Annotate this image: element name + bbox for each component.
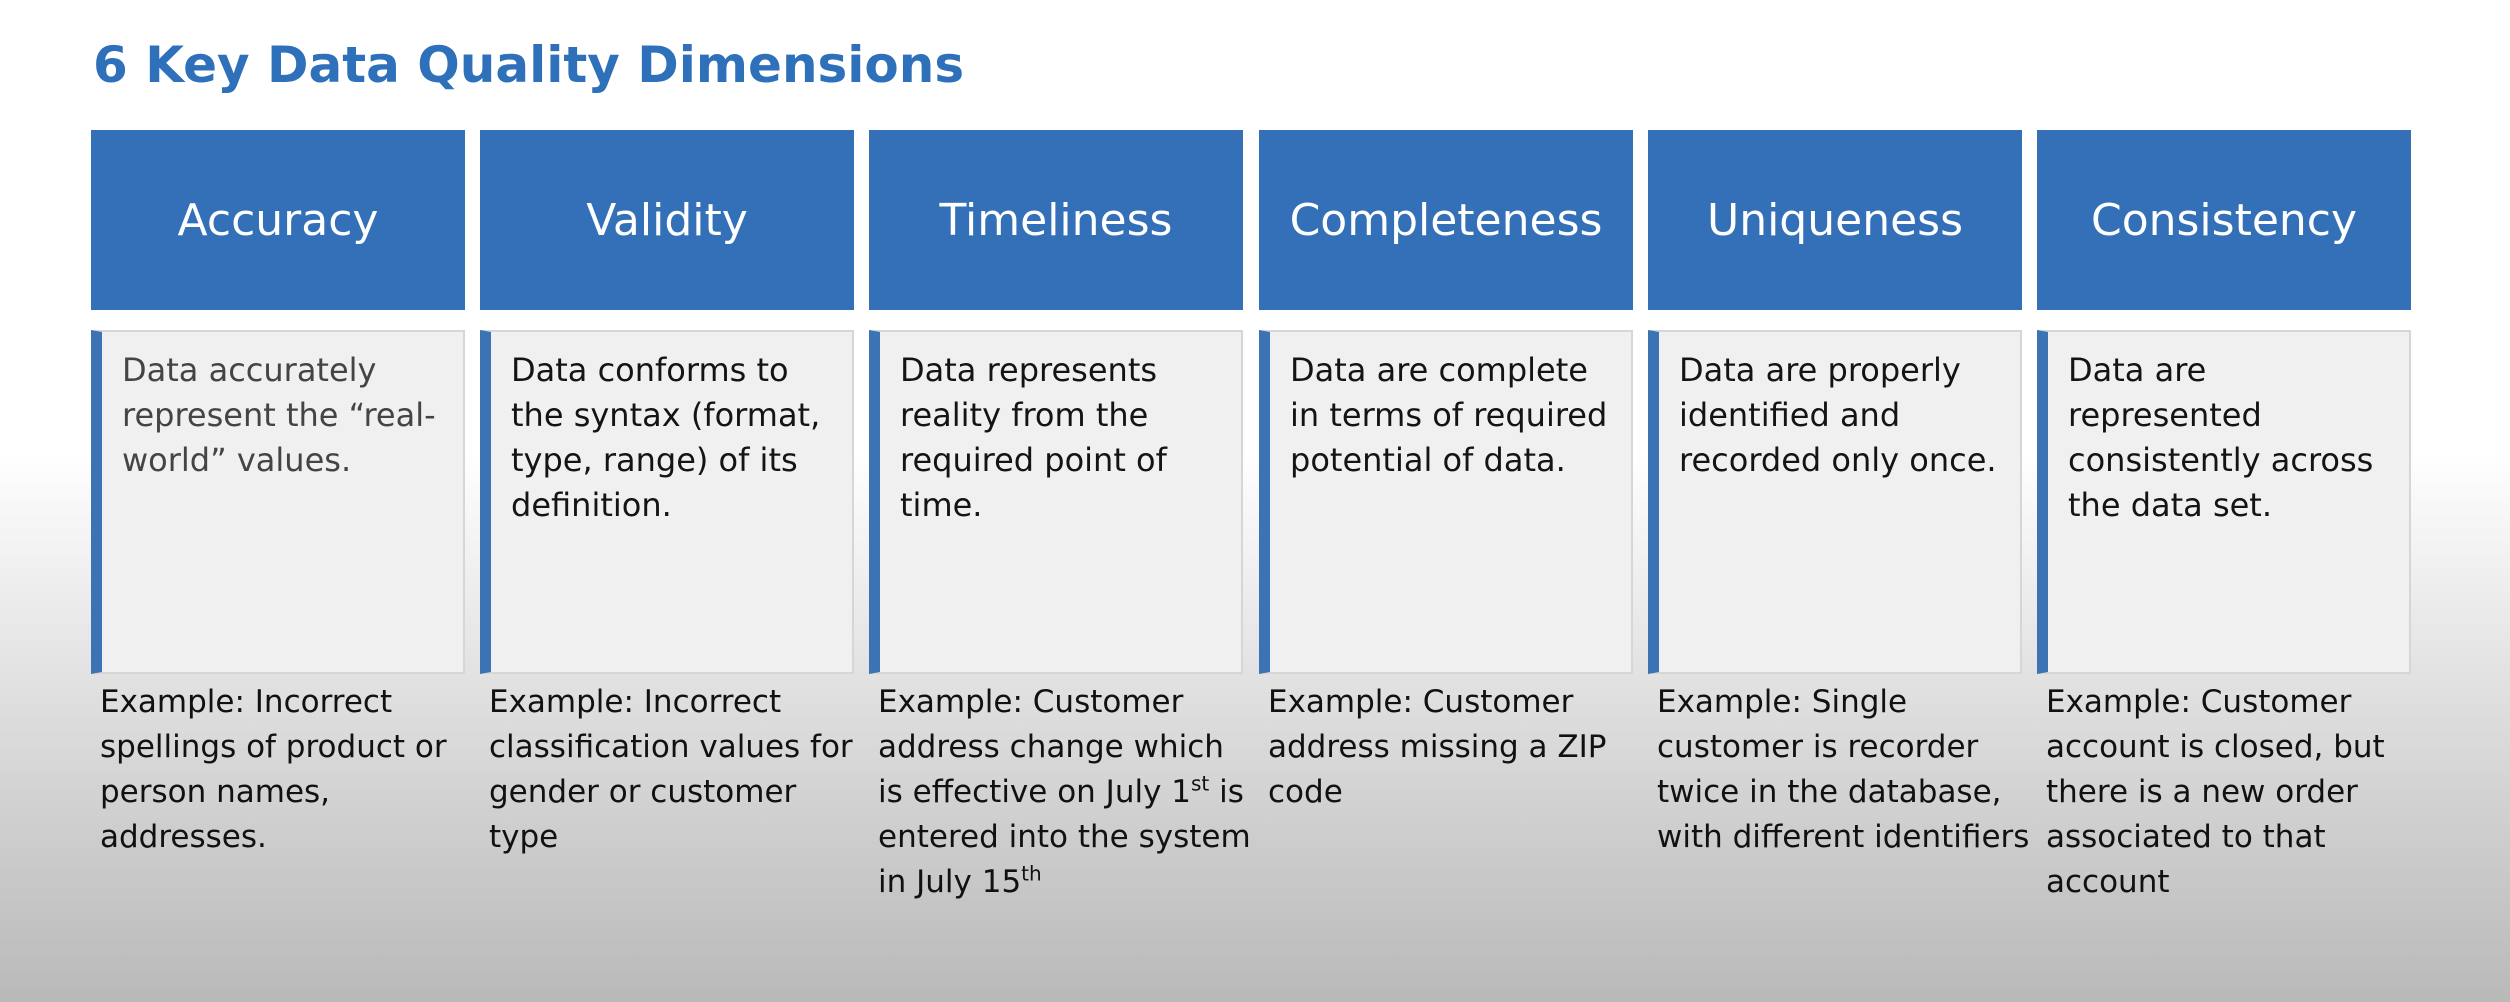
dimension-header: Consistency: [2037, 130, 2411, 310]
dimension-name: Timeliness: [939, 194, 1173, 246]
dimension-definition-box: Data are properly identified and recorde…: [1648, 330, 2022, 674]
example-text: Example: Customer address change which i…: [878, 684, 1224, 810]
page-title: 6 Key Data Quality Dimensions: [93, 36, 965, 94]
dimension-definition-box: Data are represented consistently across…: [2037, 330, 2411, 674]
dimension-column-completeness: Completeness Data are complete in terms …: [1259, 130, 1633, 810]
dimension-definition: Data conforms to the syntax (format, typ…: [511, 351, 821, 524]
dimension-definition-box: Data accurately represent the “real-worl…: [91, 330, 465, 674]
dimension-header: Timeliness: [869, 130, 1243, 310]
dimension-name: Completeness: [1289, 194, 1603, 246]
dimension-column-uniqueness: Uniqueness Data are properly identified …: [1648, 130, 2029, 855]
dimension-definition: Data represents reality from the require…: [900, 351, 1167, 524]
dimension-example: Example: Single customer is recorder twi…: [1657, 684, 2030, 855]
dimension-example: Example: Customer address missing a ZIP …: [1268, 684, 1607, 810]
dimension-definition-box: Data conforms to the syntax (format, typ…: [480, 330, 854, 674]
dimension-example: Example: Incorrect spellings of product …: [100, 684, 447, 855]
dimension-name: Consistency: [2090, 194, 2358, 246]
dimension-column-accuracy: Accuracy Data accurately represent the “…: [91, 130, 465, 855]
dimension-header: Uniqueness: [1648, 130, 2022, 310]
dimension-definition: Data are represented consistently across…: [2068, 351, 2374, 524]
dimension-definition-box: Data are complete in terms of required p…: [1259, 330, 1633, 674]
example-text: is entered into the system in July 15: [878, 774, 1251, 900]
dimension-definition: Data are properly identified and recorde…: [1679, 351, 1997, 479]
dimension-name: Uniqueness: [1706, 194, 1963, 246]
ordinal-suffix: st: [1191, 771, 1210, 796]
dimension-name: Validity: [586, 194, 748, 246]
dimension-example: Example: Incorrect classification values…: [489, 684, 853, 855]
dimension-example: Example: Customer account is closed, but…: [2046, 684, 2385, 900]
dimension-definition: Data accurately represent the “real-worl…: [122, 351, 436, 479]
dimension-example: Example: Customer address change which i…: [878, 680, 1253, 905]
dimension-column-timeliness: Timeliness Data represents reality from …: [869, 130, 1251, 900]
dimension-definition: Data are complete in terms of required p…: [1290, 351, 1608, 479]
ordinal-suffix: th: [1021, 861, 1042, 886]
dimension-column-consistency: Consistency Data are represented consist…: [2037, 130, 2411, 900]
dimension-header: Validity: [480, 130, 854, 310]
dimension-column-validity: Validity Data conforms to the syntax (fo…: [480, 130, 854, 855]
dimension-name: Accuracy: [177, 194, 379, 246]
dimension-header: Completeness: [1259, 130, 1633, 310]
dimension-definition-box: Data represents reality from the require…: [869, 330, 1243, 674]
dimension-header: Accuracy: [91, 130, 465, 310]
